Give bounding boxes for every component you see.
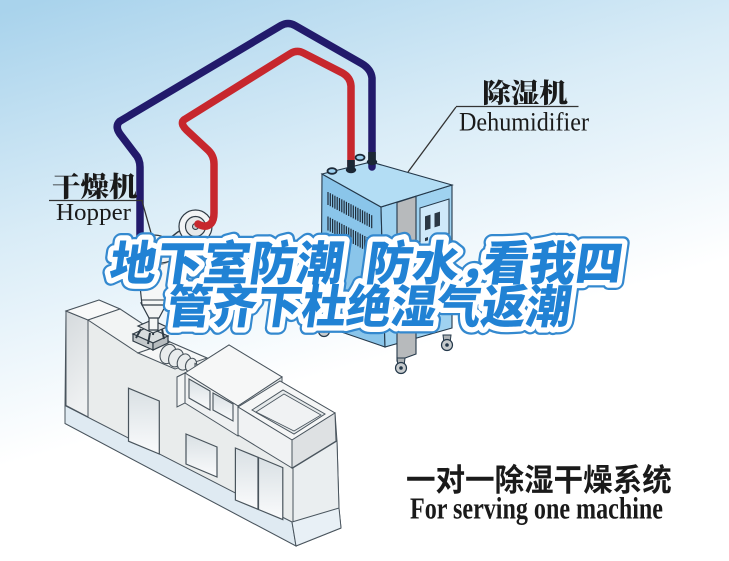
svg-text:Hopper: Hopper xyxy=(56,200,131,226)
svg-text:Dehumidifier: Dehumidifier xyxy=(459,107,589,137)
svg-text:For serving one machine: For serving one machine xyxy=(410,491,663,526)
